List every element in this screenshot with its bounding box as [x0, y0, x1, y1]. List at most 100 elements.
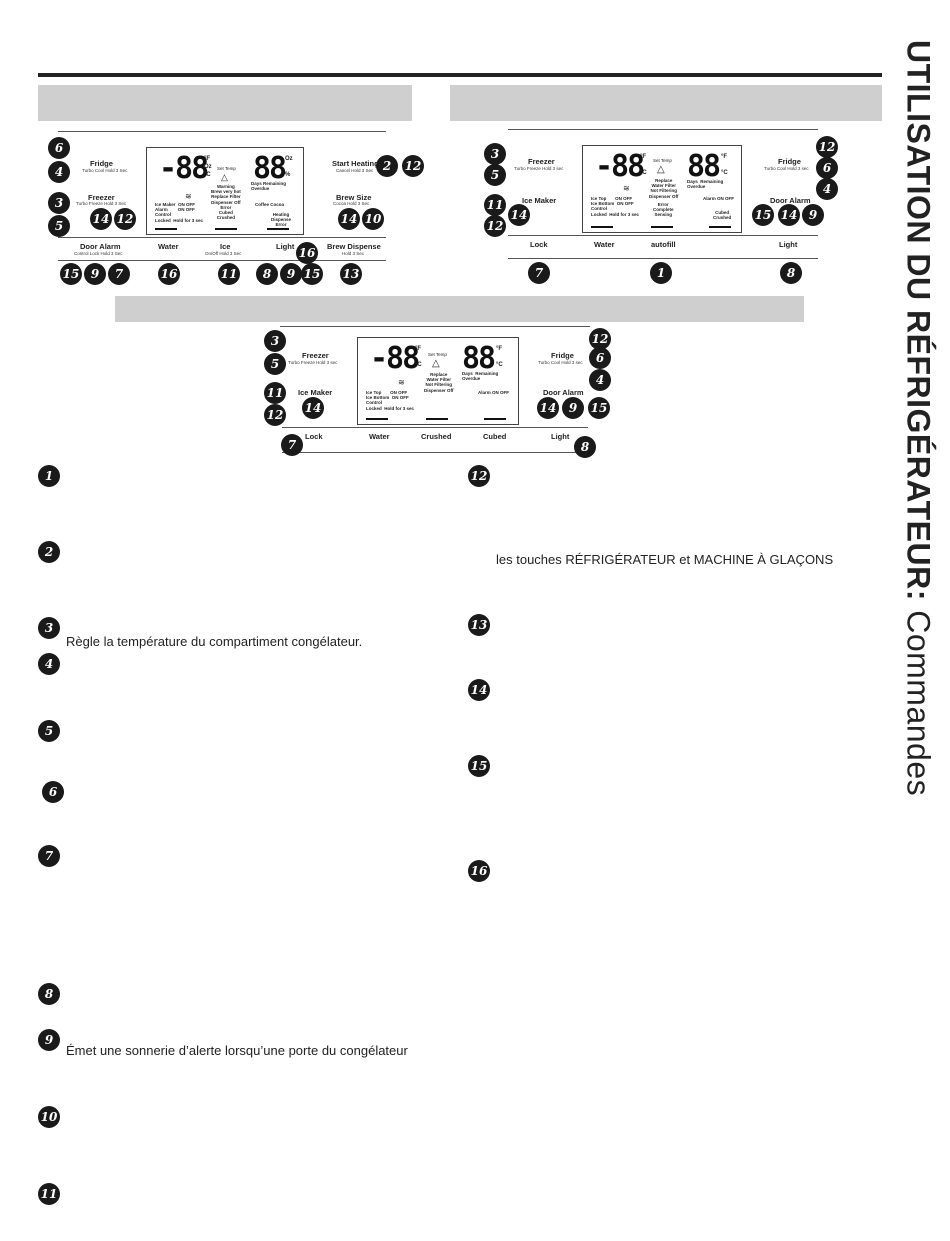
unit-f-2: °F — [721, 154, 728, 160]
callout-14: 14 — [537, 397, 559, 419]
door-alarm-button[interactable]: Door Alarm — [770, 196, 811, 205]
item-number-14: 14 — [468, 679, 490, 701]
item-number-15: 15 — [468, 755, 490, 777]
callout-9: 9 — [84, 263, 106, 285]
callout-8: 8 — [256, 263, 278, 285]
callout-5: 5 — [48, 215, 70, 237]
panel1-top-rule — [58, 131, 386, 132]
water-button[interactable]: Water — [369, 432, 390, 441]
page-title-light: Commandes — [900, 600, 937, 797]
fridge-button[interactable]: Fridge — [551, 351, 574, 360]
panel1-display: -88 °F Oz °C Set Temp △ Warning Brew ver… — [146, 147, 304, 235]
callout-8: 8 — [780, 262, 802, 284]
fridge-button[interactable]: Fridge — [778, 157, 801, 166]
item-3-description: Règle la température du compartiment con… — [66, 634, 363, 649]
item-number-3: 3 — [38, 617, 60, 639]
light-button[interactable]: Light — [276, 242, 295, 251]
display-underline — [651, 226, 673, 228]
callout-12: 12 — [402, 155, 424, 177]
light-button[interactable]: Light — [551, 432, 570, 441]
callout-12: 12 — [816, 136, 838, 158]
panel1-bottom-rule — [58, 260, 386, 261]
ice-status: Ice Top ON OFF Ice Bottom ON OFF Control… — [366, 390, 415, 411]
display-underline — [267, 228, 289, 230]
item-number-10: 10 — [38, 1106, 60, 1128]
panel1-mid-rule — [58, 237, 386, 238]
brew-dispense-button[interactable]: Brew Dispense — [327, 242, 381, 251]
panel2-mid-rule — [508, 235, 818, 236]
cubed-button[interactable]: Cubed — [483, 432, 507, 441]
display-underline — [155, 228, 177, 230]
water-button[interactable]: Water — [158, 242, 179, 251]
callout-12: 12 — [484, 215, 506, 237]
set-temp-label: Set Temp — [653, 158, 672, 163]
brew-dispense-sub: Hold 3 Sec — [342, 251, 365, 256]
coffee-cocoa: Coffee Cocoa — [255, 202, 285, 207]
callout-5: 5 — [264, 353, 286, 375]
water-button[interactable]: Water — [594, 240, 615, 249]
callout-7: 7 — [528, 262, 550, 284]
callout-7: 7 — [281, 434, 303, 456]
light-button[interactable]: Light — [779, 240, 798, 249]
callout-15: 15 — [301, 263, 323, 285]
item-number-5: 5 — [38, 720, 60, 742]
start-heating-button[interactable]: Start Heating — [332, 159, 379, 168]
start-heating-sub: Cancel Hold 3 Sec — [336, 168, 374, 173]
item-9-description: Émet une sonnerie d’alerte lorsqu’une po… — [66, 1043, 408, 1058]
callout-14: 14 — [778, 204, 800, 226]
panel3-mid-rule — [282, 427, 588, 428]
replace-filter-text: Replace Water Filter Not Filtering Dispe… — [649, 178, 679, 199]
fridge-sub: Turbo Cool Hold 3 Sec — [82, 168, 128, 173]
lock-button[interactable]: Lock — [305, 432, 323, 441]
warning-icon: △ — [221, 172, 228, 182]
item-12-description: les touches RÉFRIGÉRATEUR et MACHINE À G… — [496, 552, 834, 567]
ice-maker-button[interactable]: Ice Maker — [522, 196, 557, 205]
callout-4: 4 — [816, 178, 838, 200]
callout-11: 11 — [218, 263, 240, 285]
section-bar-middle — [115, 296, 804, 322]
callout-15: 15 — [60, 263, 82, 285]
unit-f: °F — [640, 154, 647, 160]
unit-c-2: °C — [721, 170, 728, 176]
set-temp-label: Set Temp — [428, 352, 447, 357]
callout-3: 3 — [48, 192, 70, 214]
display-underline — [709, 226, 731, 228]
fridge-sub: Turbo Cool Hold 3 sec — [764, 166, 809, 171]
callout-16: 16 — [296, 242, 318, 264]
brew-size-button[interactable]: Brew Size — [336, 193, 372, 202]
freezer-button[interactable]: Freezer — [528, 157, 555, 166]
fridge-button[interactable]: Fridge — [90, 159, 113, 168]
ice-button[interactable]: Ice — [220, 242, 231, 251]
item-number-6: 6 — [42, 781, 64, 803]
door-alarm-button[interactable]: Door Alarm — [543, 388, 584, 397]
fridge-sub: Turbo Cool Hold 3 sec — [538, 360, 583, 365]
callout-3: 3 — [484, 143, 506, 165]
callout-6: 6 — [816, 157, 838, 179]
autofill-button[interactable]: autofill — [651, 240, 676, 249]
item-number-11: 11 — [38, 1183, 60, 1205]
page-title: UTILISATION DU RÉFRIGÉRATEUR: Commandes — [892, 40, 944, 796]
freezer-temp-digits: -88 — [595, 149, 645, 184]
door-alarm-button[interactable]: Door Alarm — [80, 242, 121, 251]
callout-6: 6 — [48, 137, 70, 159]
freezer-button[interactable]: Freezer — [88, 193, 115, 202]
warning-icon: △ — [657, 164, 665, 175]
freezer-temp-digits: -88 — [370, 341, 420, 376]
warning-messages: Warning Brew very hot Replace Filter Dis… — [211, 184, 241, 221]
ice-maker-button[interactable]: Ice Maker — [298, 388, 333, 397]
days-remaining: Days Remaining Overdue — [251, 181, 287, 192]
panel3-top-rule — [280, 326, 590, 327]
callout-15: 15 — [588, 397, 610, 419]
callout-12: 12 — [589, 328, 611, 350]
callout-9: 9 — [280, 263, 302, 285]
lock-button[interactable]: Lock — [530, 240, 548, 249]
unit-c-2: °C — [496, 362, 503, 368]
unit-f: °F — [204, 156, 211, 162]
panel3-display: -88 °F °C Set Temp △ Replace Water Filte… — [357, 337, 519, 425]
fridge-temp-digits: 88 — [462, 341, 496, 376]
crushed-button[interactable]: Crushed — [421, 432, 452, 441]
replace-filter-text: Replace Water Filter Not Filtering Dispe… — [424, 372, 454, 393]
panel2-display: -88 °F °C Set Temp △ Replace Water Filte… — [582, 145, 742, 233]
freezer-button[interactable]: Freezer — [302, 351, 329, 360]
item-number-1: 1 — [38, 465, 60, 487]
